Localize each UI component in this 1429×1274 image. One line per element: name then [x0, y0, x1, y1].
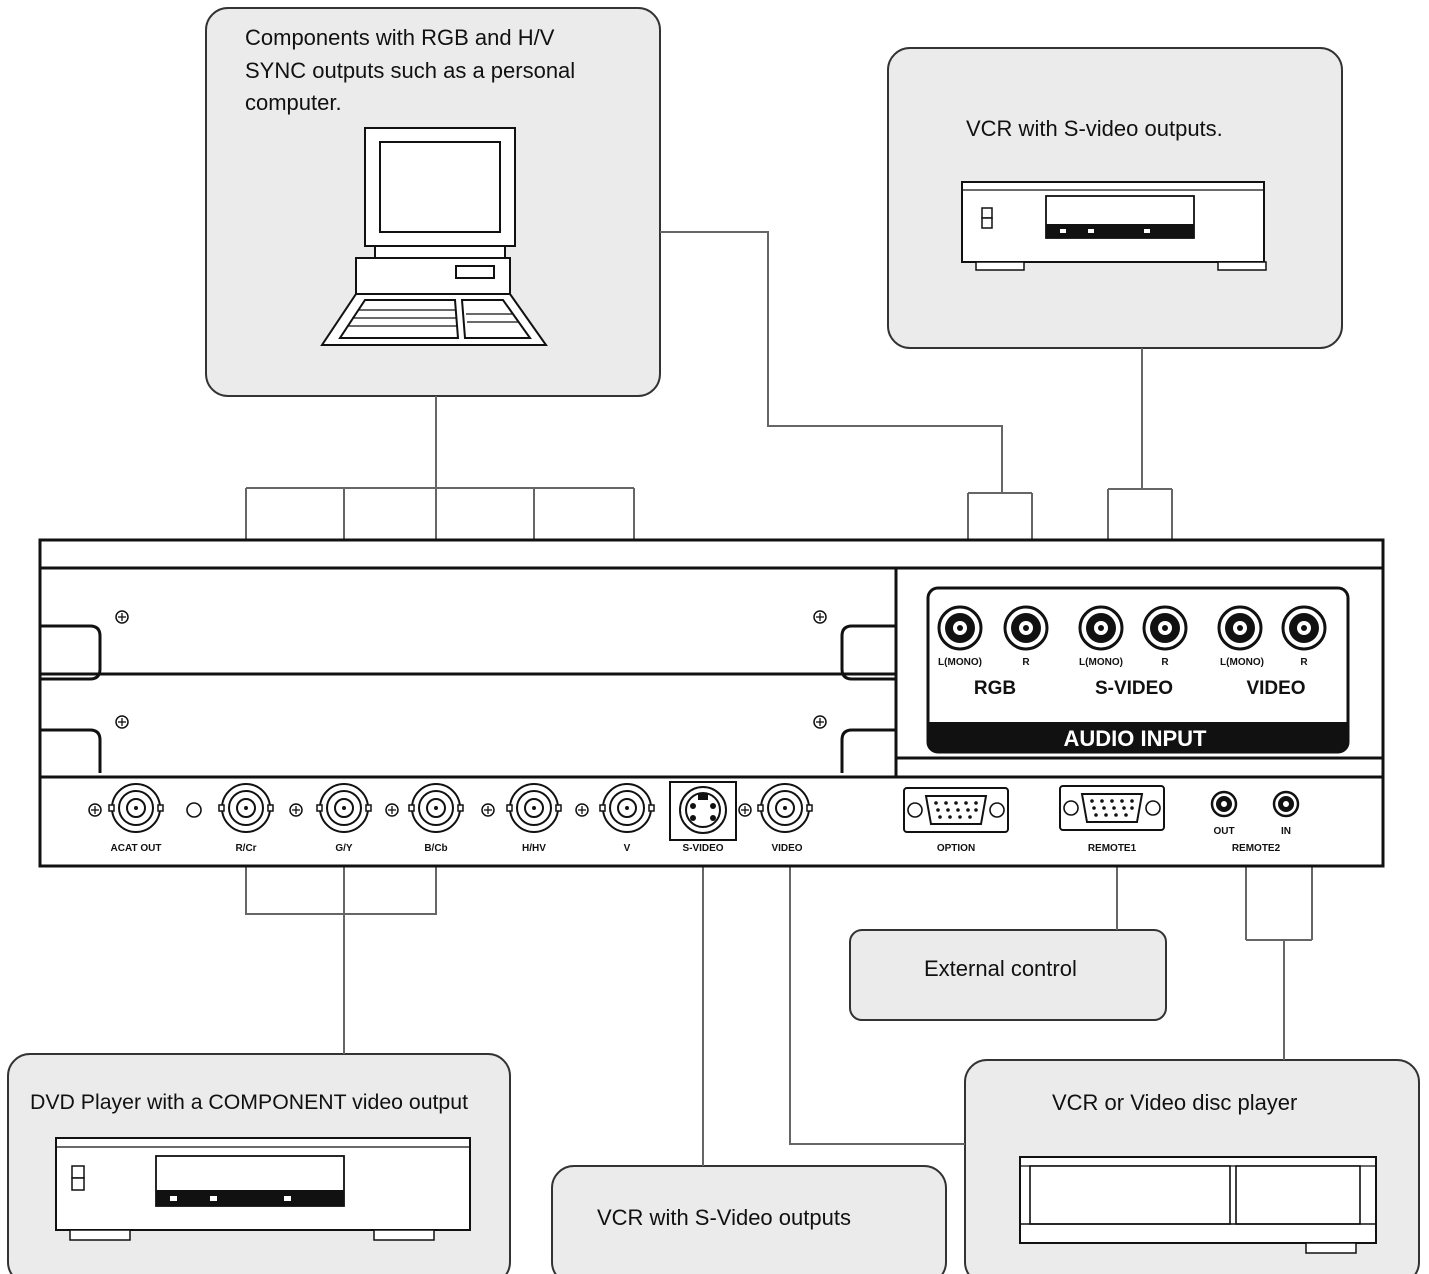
vcr-icon: [961, 181, 1267, 271]
rcr-label: R/Cr: [235, 843, 256, 854]
gy-label: G/Y: [335, 843, 353, 854]
video-audio-l-jack[interactable]: [1217, 605, 1263, 651]
svideo-r-label: R: [1161, 657, 1169, 668]
video-audio-r-jack[interactable]: [1281, 605, 1327, 651]
vcr-top-label: VCR with S-video outputs.: [966, 116, 1223, 141]
audio-input-title: AUDIO INPUT: [1064, 726, 1208, 751]
rgb-audio-l-jack[interactable]: [937, 605, 983, 651]
pc-box: Components with RGB and H/V SYNC outputs…: [205, 7, 661, 397]
remote2-label: REMOTE2: [1232, 843, 1281, 854]
svideo-audio-r-jack[interactable]: [1142, 605, 1188, 651]
hhv-label: H/HV: [522, 843, 546, 854]
vcr-svideo-bottom-box: VCR with S-Video outputs: [551, 1165, 947, 1274]
video-r-label: R: [1300, 657, 1308, 668]
video-label: VIDEO: [771, 843, 802, 854]
pc-box-line2: SYNC outputs such as a personal: [245, 58, 575, 83]
rgb-l-label: L(MONO): [938, 657, 982, 668]
video-group-label: VIDEO: [1246, 678, 1305, 699]
external-control-box: External control: [849, 929, 1167, 1021]
svideo-audio-l-jack[interactable]: [1078, 605, 1124, 651]
option-label: OPTION: [937, 843, 975, 854]
external-control-label: External control: [924, 956, 1077, 981]
rear-panel: L(MONO) R L(MONO) R L(MONO) R RGB S-VIDE…: [38, 538, 1385, 868]
dvd-label: DVD Player with a COMPONENT video output: [30, 1091, 468, 1114]
option-connector[interactable]: [903, 787, 1009, 833]
remote1-label: REMOTE1: [1088, 843, 1137, 854]
vcr-disc-box: VCR or Video disc player: [964, 1059, 1420, 1274]
computer-icon: [320, 127, 548, 346]
rgb-r-label: R: [1022, 657, 1030, 668]
remote2-in-jack[interactable]: [1272, 790, 1300, 818]
dvd-player-icon: [55, 1137, 471, 1241]
remote1-connector[interactable]: [1059, 785, 1165, 831]
dvd-box: DVD Player with a COMPONENT video output: [7, 1053, 511, 1274]
vcr-disc-label: VCR or Video disc player: [1052, 1090, 1297, 1115]
remote2-out-jack[interactable]: [1210, 790, 1238, 818]
rgb-group-label: RGB: [974, 678, 1016, 699]
video-l-label: L(MONO): [1220, 657, 1264, 668]
pc-box-line3: computer.: [245, 90, 342, 115]
vcr-disc-icon: [1019, 1156, 1377, 1254]
svideo-group-label: S-VIDEO: [1095, 678, 1173, 699]
pc-box-line1: Components with RGB and H/V: [245, 25, 555, 50]
svideo-label: S-VIDEO: [682, 843, 723, 854]
vcr-svideo-top-box: VCR with S-video outputs.: [887, 47, 1343, 349]
v-label: V: [624, 843, 631, 854]
svideo-l-label: L(MONO): [1079, 657, 1123, 668]
audio-input-panel: L(MONO) R L(MONO) R L(MONO) R RGB S-VIDE…: [926, 586, 1350, 754]
in-label: IN: [1281, 826, 1291, 837]
svideo-connector[interactable]: [669, 781, 737, 841]
acat-out-label: ACAT OUT: [111, 843, 162, 854]
out-label: OUT: [1213, 826, 1234, 837]
rgb-audio-r-jack[interactable]: [1003, 605, 1049, 651]
bcb-label: B/Cb: [424, 843, 447, 854]
vcr-svideo-label: VCR with S-Video outputs: [597, 1205, 851, 1230]
